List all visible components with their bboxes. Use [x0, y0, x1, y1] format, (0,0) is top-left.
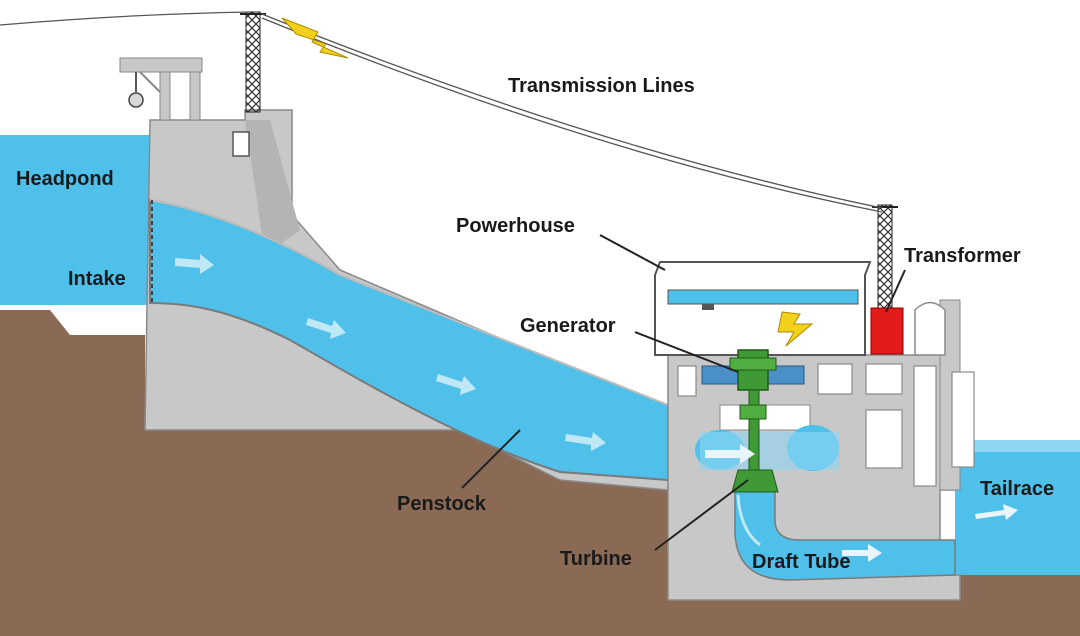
ground [0, 310, 145, 636]
gantry-crane [119, 57, 203, 121]
label-generator: Generator [520, 315, 616, 337]
label-intake: Intake [68, 268, 126, 290]
headpond-water [0, 135, 150, 305]
powerhouse-windows [677, 363, 975, 487]
label-transformer: Transformer [904, 245, 1021, 267]
intake-house-window [232, 131, 250, 157]
tailrace-water [955, 440, 1080, 575]
generator-unit [701, 349, 805, 493]
transmission-lines-wires [0, 11, 883, 213]
leader-lines [461, 234, 906, 551]
label-tailrace: Tailrace [980, 478, 1054, 500]
label-draft-tube: Draft Tube [752, 551, 851, 573]
label-turbine: Turbine [560, 548, 632, 570]
intake-tower [240, 11, 266, 113]
label-powerhouse: Powerhouse [456, 215, 575, 237]
ground-lower [145, 430, 1080, 636]
powerhouse-upper-room [654, 261, 872, 356]
lightning-bolt-icon [281, 17, 349, 59]
label-transmission-lines: Transmission Lines [508, 75, 695, 97]
draft-tube [734, 484, 956, 581]
label-headpond: Headpond [16, 168, 114, 190]
flow-arrow-icon [705, 444, 1018, 562]
lightning-bolt-icon [777, 311, 814, 347]
label-penstock: Penstock [397, 493, 487, 515]
flow-arrow-icon [175, 254, 606, 451]
transformer-box [870, 307, 904, 355]
